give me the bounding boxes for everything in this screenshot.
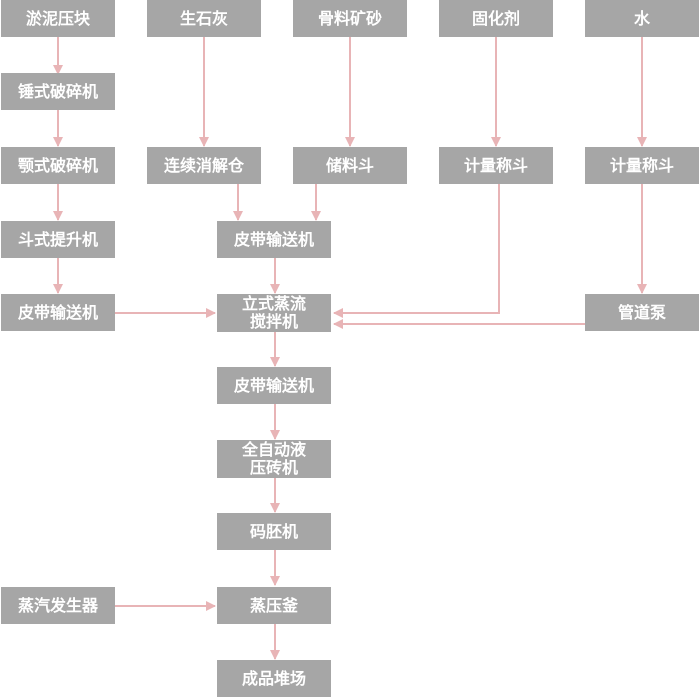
node-storage-hopper: 储料斗	[293, 147, 407, 184]
node-metering-hopper-2-label: 计量称斗	[609, 155, 674, 175]
node-sludge-label: 淤泥压块	[25, 8, 90, 28]
node-hammer-crusher: 锤式破碎机	[1, 73, 115, 110]
node-metering-hopper-1: 计量称斗	[439, 147, 553, 184]
node-hammer-crusher-label: 锤式破碎机	[17, 81, 98, 101]
node-quicklime: 生石灰	[147, 0, 261, 37]
node-bucket-elevator: 斗式提升机	[1, 221, 115, 258]
node-belt-conveyor-left: 皮带输送机	[1, 294, 115, 331]
node-finished-yard-label: 成品堆场	[241, 668, 306, 688]
node-jaw-crusher: 颚式破碎机	[1, 147, 115, 184]
node-stacker: 码胚机	[217, 513, 331, 550]
node-metering-hopper-1-label: 计量称斗	[463, 155, 528, 175]
arrow-metering-to-mixer	[333, 184, 500, 318]
node-quicklime-label: 生石灰	[179, 8, 228, 28]
node-pipeline-pump: 管道泵	[585, 294, 699, 331]
node-metering-hopper-2: 计量称斗	[585, 147, 699, 184]
node-stacker-label: 码胚机	[249, 521, 298, 541]
node-mixer-label: 立式蒸流 搅拌机	[241, 294, 306, 331]
node-water: 水	[585, 0, 699, 37]
node-autoclave: 蒸压釜	[217, 587, 331, 624]
node-mixer: 立式蒸流 搅拌机	[217, 294, 331, 332]
node-finished-yard: 成品堆场	[217, 660, 331, 697]
node-storage-hopper-label: 储料斗	[325, 155, 374, 175]
node-belt-conveyor-left-label: 皮带输送机	[17, 302, 98, 322]
node-sludge: 淤泥压块	[1, 0, 115, 37]
node-curing-agent: 固化剂	[439, 0, 553, 37]
node-digester: 连续消解仓	[147, 147, 261, 184]
node-belt-conveyor-top-label: 皮带输送机	[233, 229, 314, 249]
node-pipeline-pump-label: 管道泵	[617, 302, 666, 322]
node-autoclave-label: 蒸压釜	[249, 595, 298, 615]
node-hydraulic-press: 全自动液 压砖机	[217, 440, 331, 478]
node-digester-label: 连续消解仓	[163, 155, 244, 175]
node-aggregate-label: 骨料矿砂	[317, 8, 382, 28]
node-aggregate: 骨料矿砂	[293, 0, 407, 37]
node-hydraulic-press-label: 全自动液 压砖机	[241, 440, 306, 477]
node-jaw-crusher-label: 颚式破碎机	[17, 155, 98, 175]
node-curing-agent-label: 固化剂	[471, 8, 520, 28]
node-belt-conveyor-mid-label: 皮带输送机	[233, 375, 314, 395]
node-steam-generator: 蒸汽发生器	[1, 587, 115, 624]
node-belt-conveyor-top: 皮带输送机	[217, 221, 331, 258]
node-belt-conveyor-mid: 皮带输送机	[217, 367, 331, 404]
node-steam-generator-label: 蒸汽发生器	[17, 595, 98, 615]
node-bucket-elevator-label: 斗式提升机	[17, 229, 98, 249]
node-water-label: 水	[633, 8, 650, 28]
